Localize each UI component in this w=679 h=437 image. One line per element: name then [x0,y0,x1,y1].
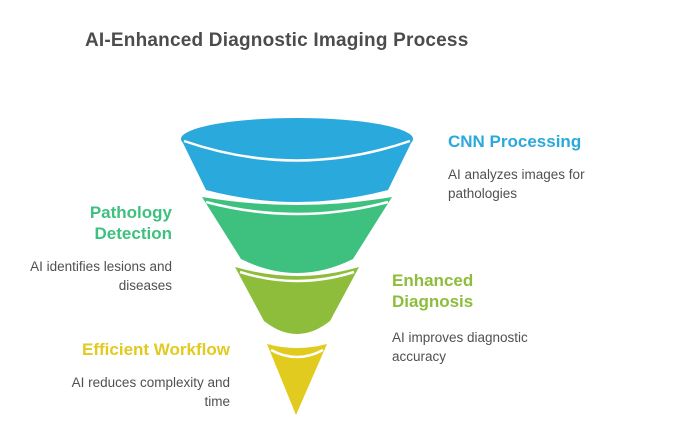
stage-heading-enhanced-diagnosis: Enhanced Diagnosis [392,271,474,311]
stage-description-enhanced-diagnosis: AI improves diagnostic accuracy [392,330,528,364]
funnel-rim-highlight-4 [270,348,324,359]
stage-description-efficient-workflow: AI reduces complexity and time [71,375,230,409]
stage-heading-pathology-detection: Pathology Detection [89,203,172,243]
stage-block-efficient-workflow: Efficient Workflow AI reduces complexity… [0,339,230,411]
funnel-rim-highlight-2 [205,200,389,216]
stage-heading-efficient-workflow: Efficient Workflow [82,340,230,359]
funnel-top-opening-ellipse [181,118,413,160]
funnel-segment-cnn-processing [181,118,413,202]
funnel-segment-workflow-body [267,344,327,415]
funnel-segment-enhanced-body [235,267,359,334]
page-title: AI-Enhanced Diagnostic Imaging Process [85,30,469,51]
stage-heading-cnn-processing: CNN Processing [448,132,582,151]
funnel-rim-highlight-3 [239,270,355,283]
stage-block-pathology-detection: Pathology Detection AI identifies lesion… [0,202,172,295]
stage-block-cnn-processing: CNN Processing AI analyzes images for pa… [448,131,633,203]
stage-description-cnn-processing: AI analyzes images for pathologies [448,167,585,201]
funnel-segment-pathology-detection [202,197,392,273]
stage-description-pathology-detection: AI identifies lesions and diseases [30,259,172,293]
funnel-segment-enhanced-diagnosis [235,267,359,334]
funnel-rim-highlight-1 [183,139,411,162]
stage-block-enhanced-diagnosis: Enhanced Diagnosis AI improves diagnosti… [392,270,567,366]
funnel-segment-pathology-body [202,197,392,273]
funnel-segment-efficient-workflow [267,344,327,415]
